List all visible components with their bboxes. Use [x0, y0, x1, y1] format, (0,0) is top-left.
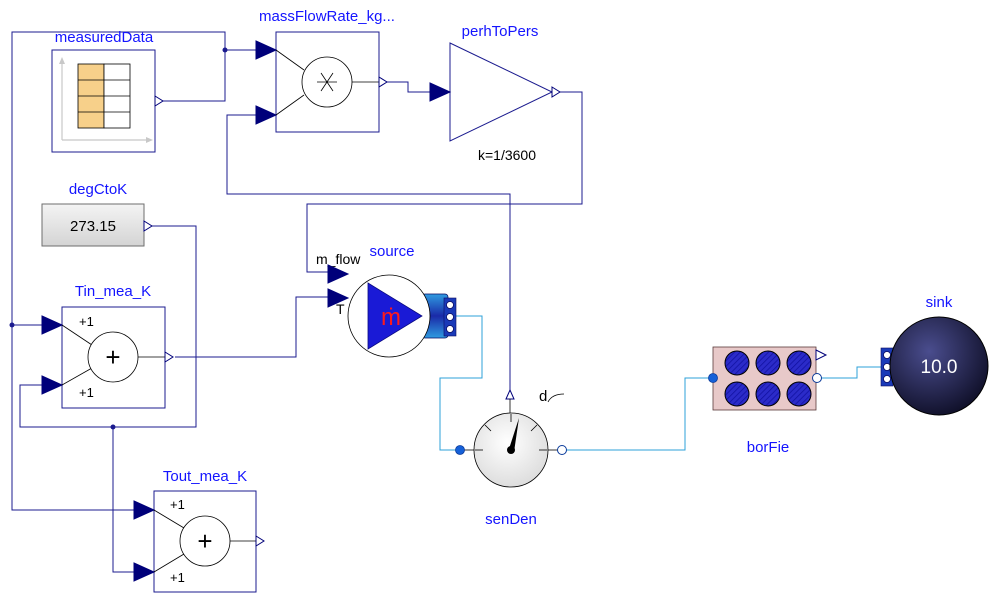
pipe-borfie-to-sink[interactable] — [818, 366, 885, 379]
gauge-needle — [508, 418, 519, 452]
table-icon — [59, 57, 153, 143]
fluid-port-a[interactable] — [455, 445, 465, 455]
output-port[interactable] — [505, 388, 515, 400]
wire-measured-bus[interactable] — [11, 31, 226, 511]
fluid-port-a[interactable] — [708, 373, 718, 383]
tout-mea-k-block[interactable]: Tout_mea_K +1 +1 + — [133, 468, 265, 593]
port-label-mflow: m_flow — [316, 251, 361, 267]
input-port-2[interactable] — [255, 105, 278, 125]
input-port-1[interactable] — [255, 40, 278, 60]
bor-fie-block[interactable]: borFie — [708, 346, 828, 456]
output-port[interactable] — [164, 351, 174, 363]
source-block[interactable]: source m_flow T ṁ — [316, 243, 457, 358]
gain-parameter: k=1/3600 — [478, 147, 536, 163]
fluid-port-b[interactable] — [557, 445, 567, 455]
block-name: senDen — [485, 511, 537, 528]
fluid-ports[interactable] — [880, 347, 894, 387]
sign-2: +1 — [79, 385, 94, 400]
deg-c-to-k-block[interactable]: degCtoK 273.15 — [41, 181, 153, 247]
block-name: degCtoK — [69, 181, 127, 198]
output-port[interactable] — [551, 86, 561, 98]
wire-degc-to-sum[interactable] — [19, 225, 197, 428]
output-port[interactable] — [815, 349, 828, 361]
block-name: sink — [926, 294, 953, 311]
output-port[interactable] — [378, 76, 388, 88]
mdot-symbol: ṁ — [381, 304, 401, 331]
port-label-t: T — [336, 301, 345, 317]
pipe-sensor-to-borfie[interactable] — [562, 377, 712, 451]
tin-mea-k-block[interactable]: Tin_mea_K +1 +1 + — [41, 283, 174, 409]
block-name: perhToPers — [462, 23, 539, 40]
signal-wires — [9, 31, 583, 573]
mass-flow-source-icon — [367, 282, 423, 350]
fluid-ports[interactable] — [443, 297, 457, 337]
output-port[interactable] — [255, 535, 265, 547]
perh-to-pers-block[interactable]: perhToPers k=1/3600 — [429, 23, 561, 163]
wire-product-to-gain[interactable] — [380, 81, 432, 93]
input-port-1[interactable] — [133, 500, 156, 520]
junction-dot — [110, 424, 116, 430]
sign-1: +1 — [79, 314, 94, 329]
junction-dot — [9, 322, 15, 328]
pipe-source-to-sensor[interactable] — [439, 315, 483, 451]
block-name: measuredData — [55, 29, 154, 46]
sum-operator: + — [197, 526, 212, 556]
sum-operator: + — [105, 342, 120, 372]
wire-measured-to-product[interactable] — [160, 49, 260, 102]
boundary-sink-icon — [889, 316, 989, 416]
input-port-2[interactable] — [41, 375, 64, 395]
borehole-circles — [724, 350, 812, 407]
output-port[interactable] — [154, 95, 164, 107]
sink-block[interactable]: sink 10.0 — [880, 294, 989, 416]
gauge-hub — [507, 446, 515, 454]
input-port-t[interactable] — [327, 288, 350, 308]
block-name: massFlowRate_kg... — [259, 8, 395, 25]
plus-icon — [179, 515, 231, 567]
wire-sensor-to-product[interactable] — [226, 114, 511, 390]
output-arc — [547, 393, 565, 403]
mass-flow-rate-block[interactable]: massFlowRate_kg... — [255, 8, 395, 133]
block-name: Tout_mea_K — [163, 468, 247, 485]
sen-den-block[interactable]: d senDen — [455, 388, 567, 528]
input-port-1[interactable] — [41, 315, 64, 335]
block-name: source — [369, 243, 414, 260]
block-name: borFie — [747, 439, 790, 456]
gauge-ticks — [475, 414, 547, 451]
plus-icon — [87, 331, 139, 383]
measured-data-block[interactable]: measuredData — [51, 29, 164, 153]
fluid-wires — [439, 315, 885, 451]
wire-tin-to-source[interactable] — [175, 296, 330, 358]
sink-value: 10.0 — [921, 357, 958, 378]
gain-triangle-icon — [449, 42, 554, 142]
block-name: Tin_mea_K — [75, 283, 151, 300]
sign-1: +1 — [170, 497, 185, 512]
fluid-port-b[interactable] — [812, 373, 822, 383]
sign-2: +1 — [170, 570, 185, 585]
multiply-star — [317, 72, 337, 92]
input-port-mflow[interactable] — [327, 264, 350, 284]
constant-value: 273.15 — [70, 218, 116, 235]
wire-to-tout[interactable] — [112, 427, 138, 573]
junction-dot — [222, 47, 228, 53]
constant-box — [41, 203, 145, 247]
input-port-2[interactable] — [133, 562, 156, 582]
input-port[interactable] — [429, 82, 452, 102]
output-label: d — [539, 388, 547, 405]
output-port[interactable] — [143, 220, 153, 232]
wire-gain-to-source[interactable] — [306, 91, 583, 273]
